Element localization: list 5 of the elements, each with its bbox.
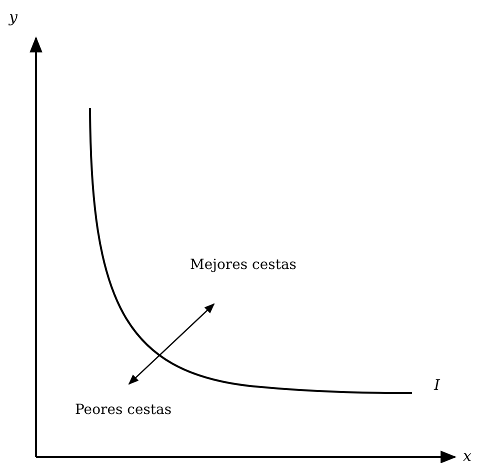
axis-label: x xyxy=(463,449,472,463)
curve-label: I xyxy=(434,378,440,393)
region-label: Peores cestas xyxy=(75,403,172,417)
region-label: Mejores cestas xyxy=(190,258,296,272)
axis-label: y xyxy=(9,10,18,25)
